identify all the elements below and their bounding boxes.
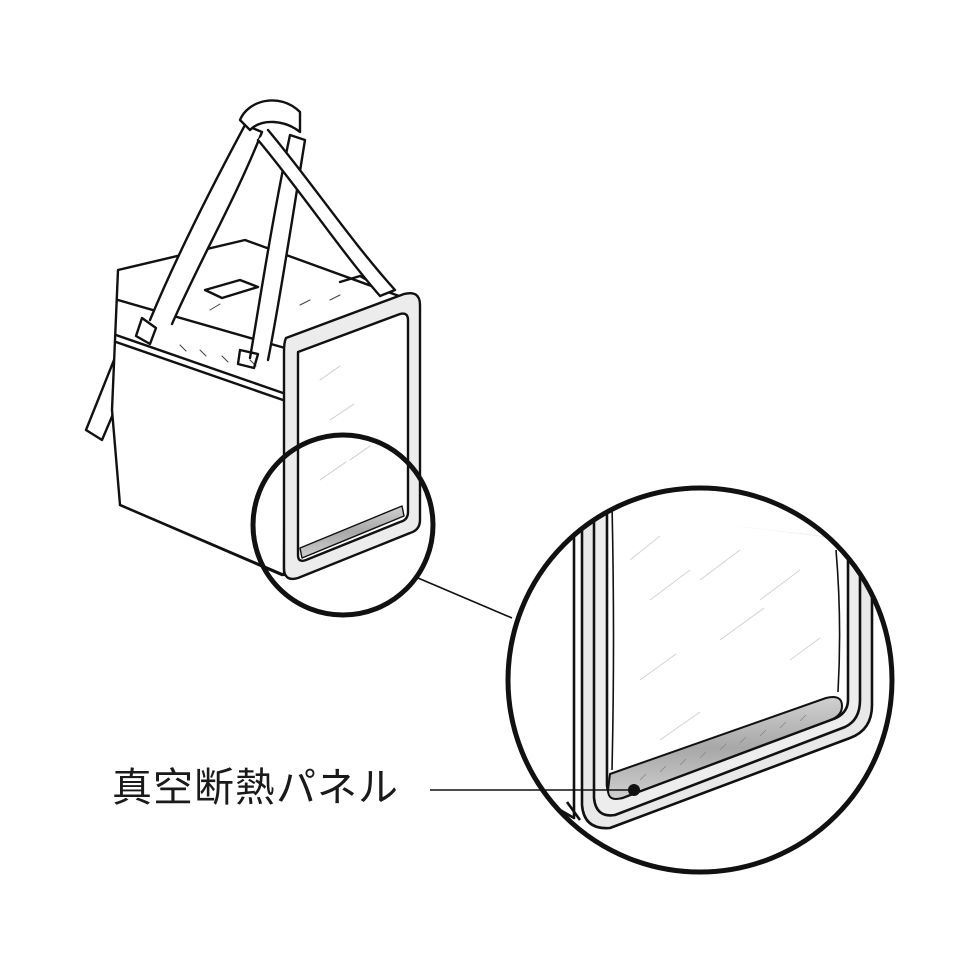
callout-circle-small (250, 432, 436, 618)
callout-circle-large (505, 485, 895, 875)
handle-back (256, 128, 397, 298)
vacuum-panel-bar (607, 696, 843, 800)
handle-grip (238, 99, 302, 134)
callout-label: 真空断熱パネル (112, 765, 399, 811)
callout-connector (417, 577, 513, 619)
magnified-panel (505, 485, 895, 875)
handle-right (248, 133, 307, 362)
